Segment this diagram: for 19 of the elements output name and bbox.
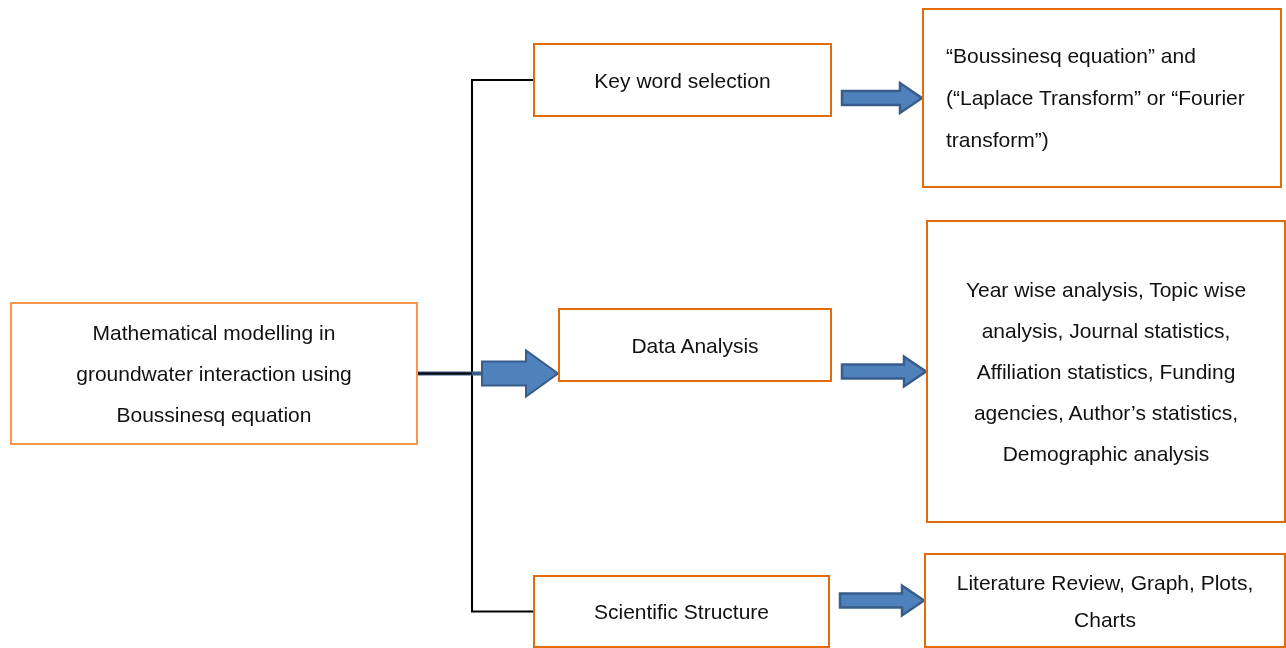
box-text: Scientific Structure — [593, 599, 770, 625]
box-text: Data Analysis — [631, 332, 759, 359]
process-box — [924, 553, 1286, 648]
block-arrow — [840, 80, 925, 116]
box-text: Key word selection — [594, 67, 771, 94]
process-box — [10, 302, 418, 445]
connector-line — [417, 372, 473, 375]
process-box — [533, 43, 832, 117]
process-box — [533, 575, 830, 648]
box-text: Mathematical modelling in groundwater interaction using Boussinesq equation — [75, 320, 353, 428]
box-text: Year wise analysis, Topic wise analysis, Journal statistics, Affiliation statistics, Funding agencies, Author’s statistics, Demographic analysis — [964, 277, 1248, 467]
box-text: Literature Review, Graph, Plots, Charts — [955, 569, 1255, 633]
process-box — [558, 308, 832, 382]
block-arrow — [840, 354, 929, 389]
process-box — [926, 220, 1286, 523]
process-box — [922, 8, 1282, 188]
block-arrow — [417, 348, 560, 399]
box-text: “Boussinesq equation” and (“Laplace Transform” or “Fourier transform”) — [946, 43, 1246, 153]
block-arrow — [838, 583, 927, 618]
